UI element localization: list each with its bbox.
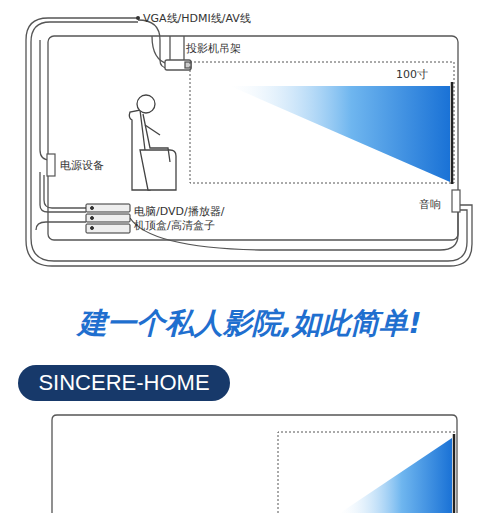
cable [40, 40, 50, 160]
callout-label: 100寸 [396, 68, 428, 82]
power-outlet [47, 154, 55, 176]
cable [26, 18, 472, 266]
callout-label: VGA线/HDMI线/AV线 [143, 12, 251, 26]
av-equipment [86, 204, 130, 233]
brand-name: SINCERE-HOME [38, 370, 209, 396]
cable [36, 222, 86, 230]
cable [138, 20, 168, 68]
callout-label: 电脑/DVD/播放器/机顶盒/高清盒子 [134, 205, 234, 233]
projection-beam [340, 438, 452, 513]
callout-label: 投影机吊架 [186, 42, 241, 56]
room-outline [52, 415, 457, 513]
callout-label: 音响 [419, 198, 441, 212]
callout-label: 电源设备 [60, 159, 104, 173]
brand-pill: SINCERE-HOME [18, 365, 230, 401]
slogan-title: 建一个私人影院,如此简单! [0, 304, 500, 344]
screen-area [278, 432, 456, 513]
cable [40, 172, 86, 212]
projection-beam [230, 86, 450, 182]
viewer-chair [129, 95, 176, 190]
projector [165, 60, 191, 70]
room-outline [48, 36, 458, 240]
cable [44, 175, 86, 208]
screen [453, 434, 456, 513]
cable [31, 22, 467, 261]
screen-area [190, 62, 454, 183]
speaker [452, 190, 460, 212]
screen [451, 82, 454, 184]
